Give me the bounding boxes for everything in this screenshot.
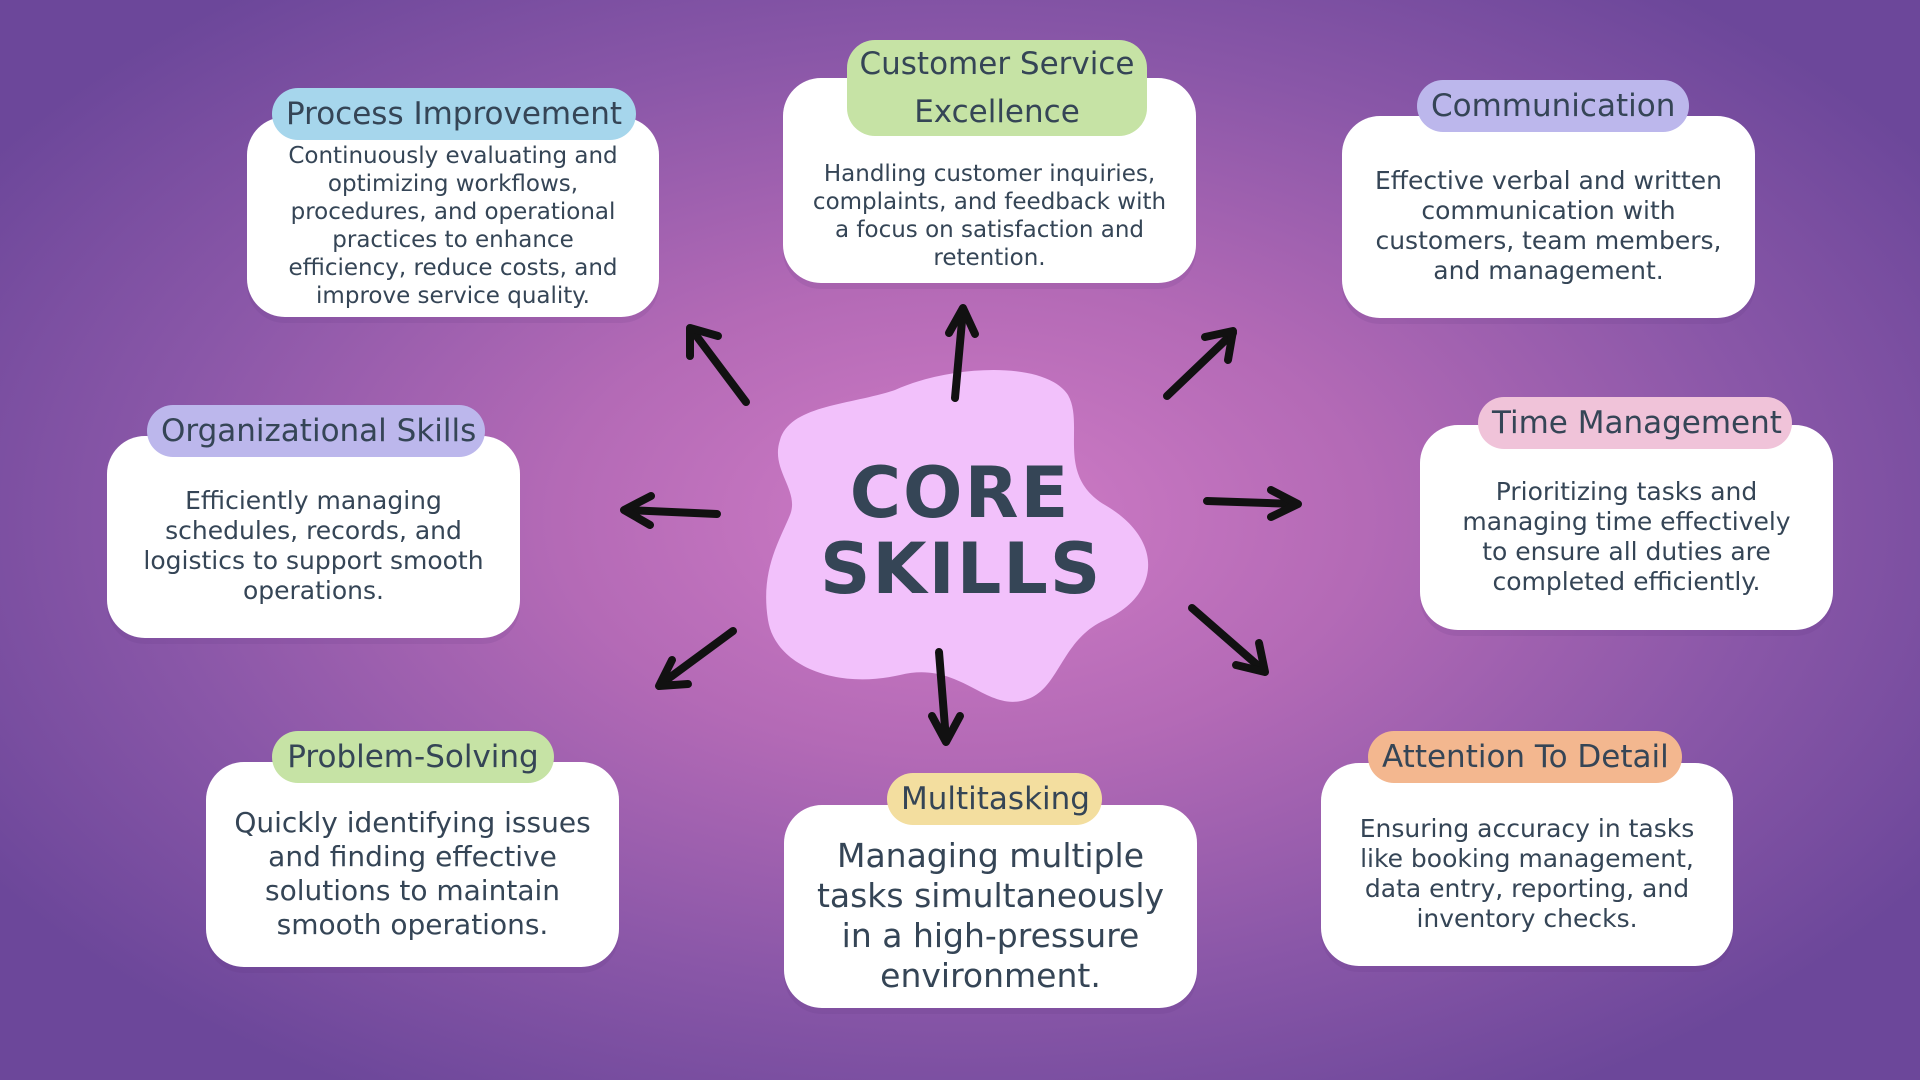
- center-title: CORE SKILLS: [820, 455, 1100, 607]
- attention-to-detail-title: Attention To Detail: [1368, 731, 1682, 783]
- customer-service-description: Handling customer inquiries, complaints,…: [812, 160, 1167, 271]
- arrow-to-customer-service: [945, 304, 979, 402]
- organizational-card: Efficiently managing schedules, records,…: [107, 436, 520, 638]
- arrow-to-time-management: [1203, 486, 1302, 521]
- center-blob-shape: [766, 370, 1149, 702]
- center-title-line1: CORE: [849, 452, 1071, 534]
- communication-title: Communication: [1417, 80, 1689, 132]
- attention-to-detail-card: Ensuring accuracy in tasks like booking …: [1321, 763, 1733, 966]
- customer-service-title-line2: Excellence: [914, 94, 1080, 130]
- multitasking-title: Multitasking: [887, 773, 1102, 825]
- arrow-to-communication: [1163, 327, 1237, 400]
- arrow-to-organizational: [620, 492, 721, 529]
- problem-solving-title: Problem-Solving: [272, 731, 554, 783]
- organizational-title: Organizational Skills: [147, 405, 485, 457]
- communication-card: Effective verbal and written communicati…: [1342, 116, 1755, 318]
- multitasking-card: Managing multiple tasks simultaneously i…: [784, 805, 1197, 1008]
- problem-solving-description: Quickly identifying issues and finding e…: [234, 805, 591, 941]
- time-management-title: Time Management: [1478, 397, 1792, 449]
- arrow-to-problem-solving: [655, 627, 737, 690]
- process-improvement-description: Continuously evaluating and optimizing w…: [288, 143, 618, 309]
- center-title-line2: SKILLS: [820, 528, 1103, 610]
- process-improvement-title: Process Improvement: [272, 88, 636, 140]
- communication-description: Effective verbal and written communicati…: [1374, 166, 1723, 285]
- customer-service-title-line1: Customer Service: [859, 46, 1135, 82]
- process-improvement-card: Continuously evaluating and optimizing w…: [247, 117, 659, 317]
- organizational-description: Efficiently managing schedules, records,…: [143, 486, 484, 605]
- time-management-description: Prioritizing tasks and managing time eff…: [1462, 476, 1791, 596]
- multitasking-description: Managing multiple tasks simultaneously i…: [816, 835, 1165, 995]
- arrow-to-process-improvement: [686, 324, 750, 406]
- attention-to-detail-description: Ensuring accuracy in tasks like booking …: [1359, 813, 1695, 933]
- arrow-to-multitasking: [928, 648, 964, 746]
- arrow-to-attention-to-detail: [1188, 604, 1269, 676]
- problem-solving-card: Quickly identifying issues and finding e…: [206, 762, 619, 967]
- customer-service-title: Customer Service Excellence: [847, 40, 1147, 136]
- time-management-card: Prioritizing tasks and managing time eff…: [1420, 425, 1833, 630]
